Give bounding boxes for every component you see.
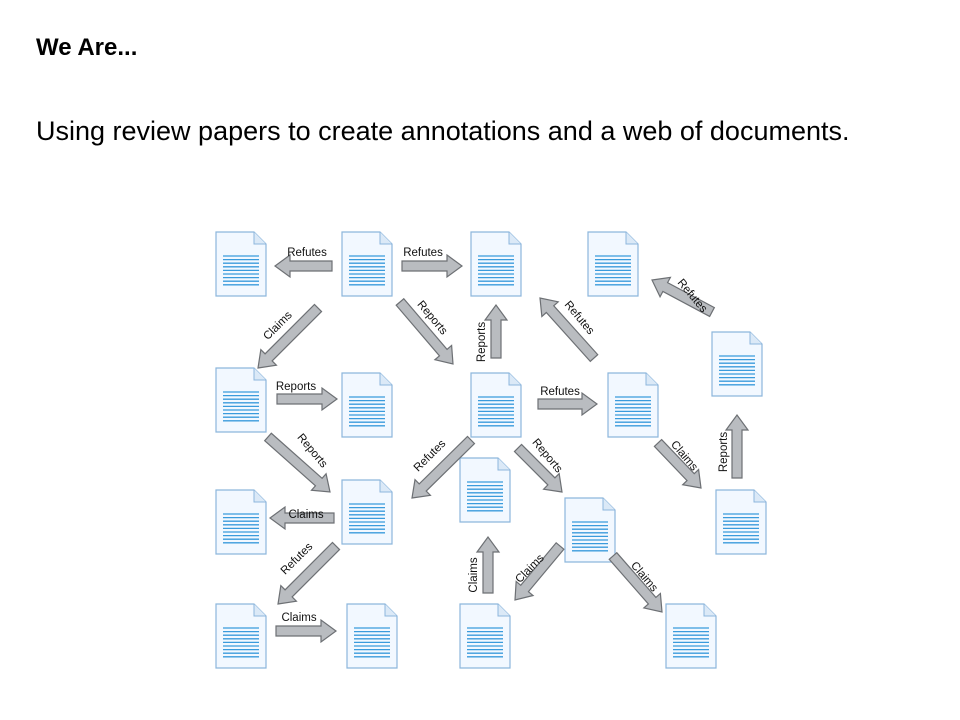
- relation-label: Refutes: [403, 247, 443, 259]
- relation-label: Claims: [468, 557, 480, 592]
- arrow-shape: [273, 253, 333, 279]
- relation-arrow: Claims: [468, 535, 501, 594]
- arrow-shape: [395, 297, 454, 365]
- relation-arrow: Claims: [257, 303, 323, 369]
- relation-arrow: Claims: [653, 438, 702, 489]
- arrow-shape: [276, 386, 339, 412]
- relation-arrow: Refutes: [539, 297, 599, 363]
- document-icon: [215, 603, 267, 669]
- relation-label: Reports: [476, 322, 488, 363]
- relation-arrow: Reports: [276, 381, 339, 412]
- document-icon: [341, 479, 393, 545]
- document-icon: [215, 489, 267, 555]
- arrow-shape: [514, 541, 565, 601]
- arrow-shape: [257, 303, 323, 369]
- document-icon: [564, 497, 616, 563]
- relation-arrow: Refutes: [537, 386, 599, 417]
- document-icon: [341, 231, 393, 297]
- document-icon: [341, 372, 393, 438]
- relation-arrow: Reports: [263, 432, 331, 493]
- document-icon: [470, 372, 522, 438]
- arrow-shape: [277, 541, 341, 605]
- relation-arrow: Claims: [513, 541, 565, 601]
- slide-title: We Are...: [36, 34, 138, 61]
- relation-label: Claims: [281, 612, 316, 624]
- relation-arrow: Refutes: [651, 276, 716, 318]
- relation-label: Refutes: [287, 247, 327, 259]
- relation-label: Refutes: [540, 386, 580, 398]
- arrow-shape: [651, 276, 716, 318]
- relation-arrow: Reports: [718, 413, 750, 479]
- arrow-shape: [268, 505, 335, 531]
- arrow-shape: [724, 413, 750, 479]
- arrow-shape: [653, 438, 702, 489]
- document-icon: [587, 231, 639, 297]
- arrow-shape: [411, 435, 476, 499]
- slide-body-text: Using review papers to create annotation…: [36, 116, 850, 146]
- relation-arrow: Reports: [395, 297, 454, 365]
- document-icon: [470, 231, 522, 297]
- arrow-shape: [401, 253, 464, 279]
- document-icon: [711, 331, 763, 397]
- document-icon: [459, 457, 511, 523]
- relation-label: Reports: [276, 381, 317, 393]
- relation-arrow: Refutes: [273, 247, 333, 279]
- arrow-shape: [537, 391, 599, 417]
- arrow-shape: [263, 432, 331, 493]
- relation-arrow: Refutes: [277, 541, 341, 605]
- relation-arrow: Refutes: [401, 247, 464, 279]
- document-icon: [346, 603, 398, 669]
- document-icon: [215, 367, 267, 433]
- relation-arrow: Claims: [275, 612, 338, 644]
- relation-arrow: Claims: [268, 505, 335, 531]
- document-icon: [607, 372, 659, 438]
- arrow-shape: [475, 535, 501, 594]
- arrow-shape: [483, 303, 509, 359]
- relation-arrow: Reports: [513, 437, 565, 493]
- relation-arrow: Reports: [476, 303, 509, 363]
- document-icon: [215, 231, 267, 297]
- document-icon: [665, 603, 717, 669]
- arrow-shape: [539, 297, 599, 363]
- relation-arrow: Claims: [608, 551, 663, 613]
- relation-label: Claims: [288, 509, 323, 521]
- document-icon: [459, 603, 511, 669]
- arrow-shape: [608, 551, 663, 613]
- arrow-shape: [275, 618, 338, 644]
- document-icon: [715, 489, 767, 555]
- relation-label: Reports: [718, 432, 730, 473]
- arrow-shape: [513, 443, 563, 493]
